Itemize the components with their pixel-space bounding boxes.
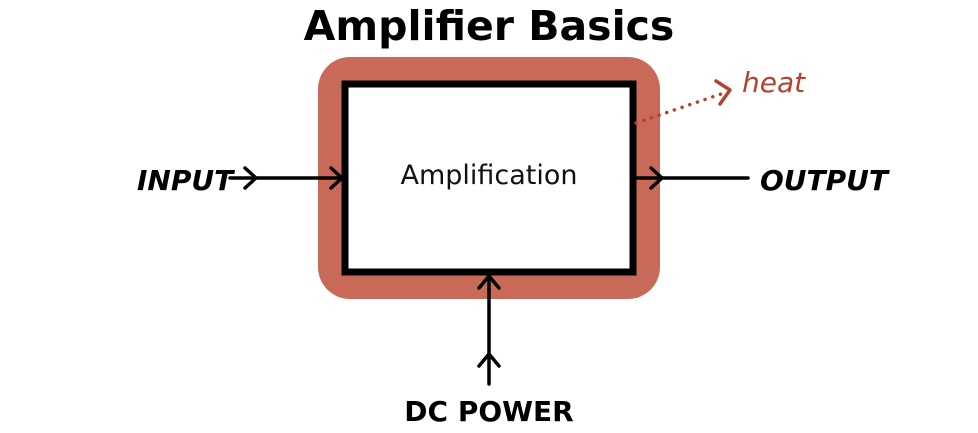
power-label: DC POWER bbox=[404, 395, 573, 428]
input-arrow bbox=[228, 166, 345, 190]
heat-arrow bbox=[634, 79, 732, 125]
power-arrow bbox=[477, 274, 501, 386]
output-arrow bbox=[633, 166, 750, 190]
output-label: OUTPUT bbox=[760, 164, 890, 197]
diagram-title: Amplifier Basics bbox=[304, 2, 675, 50]
input-label: INPUT bbox=[137, 164, 235, 197]
amplification-block bbox=[341, 80, 637, 276]
heat-label: heat bbox=[742, 66, 806, 99]
amplification-label: Amplification bbox=[400, 160, 577, 191]
